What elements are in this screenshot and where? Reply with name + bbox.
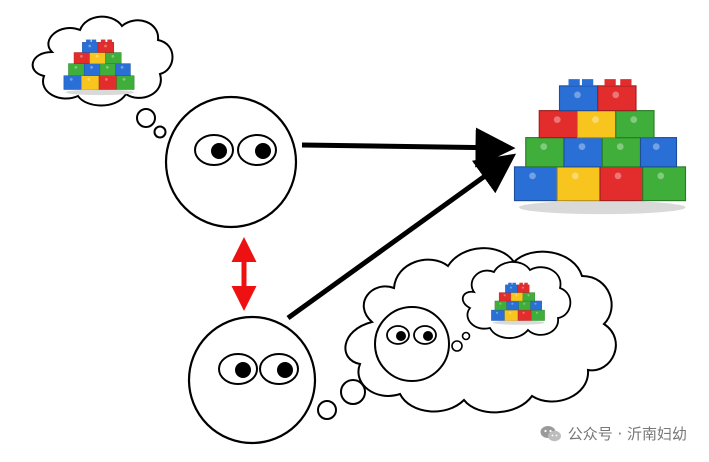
thought-bubble-dot — [451, 340, 463, 352]
thought-bubble-dot — [340, 379, 366, 405]
person-head-imagined — [374, 306, 450, 382]
arrow-bottom-head-to-pyramid — [286, 153, 517, 321]
arrow-top-head-to-pyramid — [301, 127, 516, 168]
person-head-top — [164, 95, 298, 229]
watermark-text: 公众号 · 沂南妇幼 — [567, 425, 687, 443]
thought-bubble-dot — [153, 125, 167, 139]
thought-bubble-dot — [461, 331, 471, 341]
thought-bubble-dot — [136, 108, 156, 128]
watermark: 公众号 · 沂南妇幼 — [540, 423, 687, 444]
thought-cloud-nested — [461, 261, 572, 339]
brick-pyramid-real-icon — [513, 78, 687, 215]
thought-cloud-top-left — [31, 15, 174, 107]
wechat-icon — [540, 425, 562, 443]
person-head-bottom — [187, 315, 317, 445]
thought-bubble-dot — [317, 400, 337, 420]
